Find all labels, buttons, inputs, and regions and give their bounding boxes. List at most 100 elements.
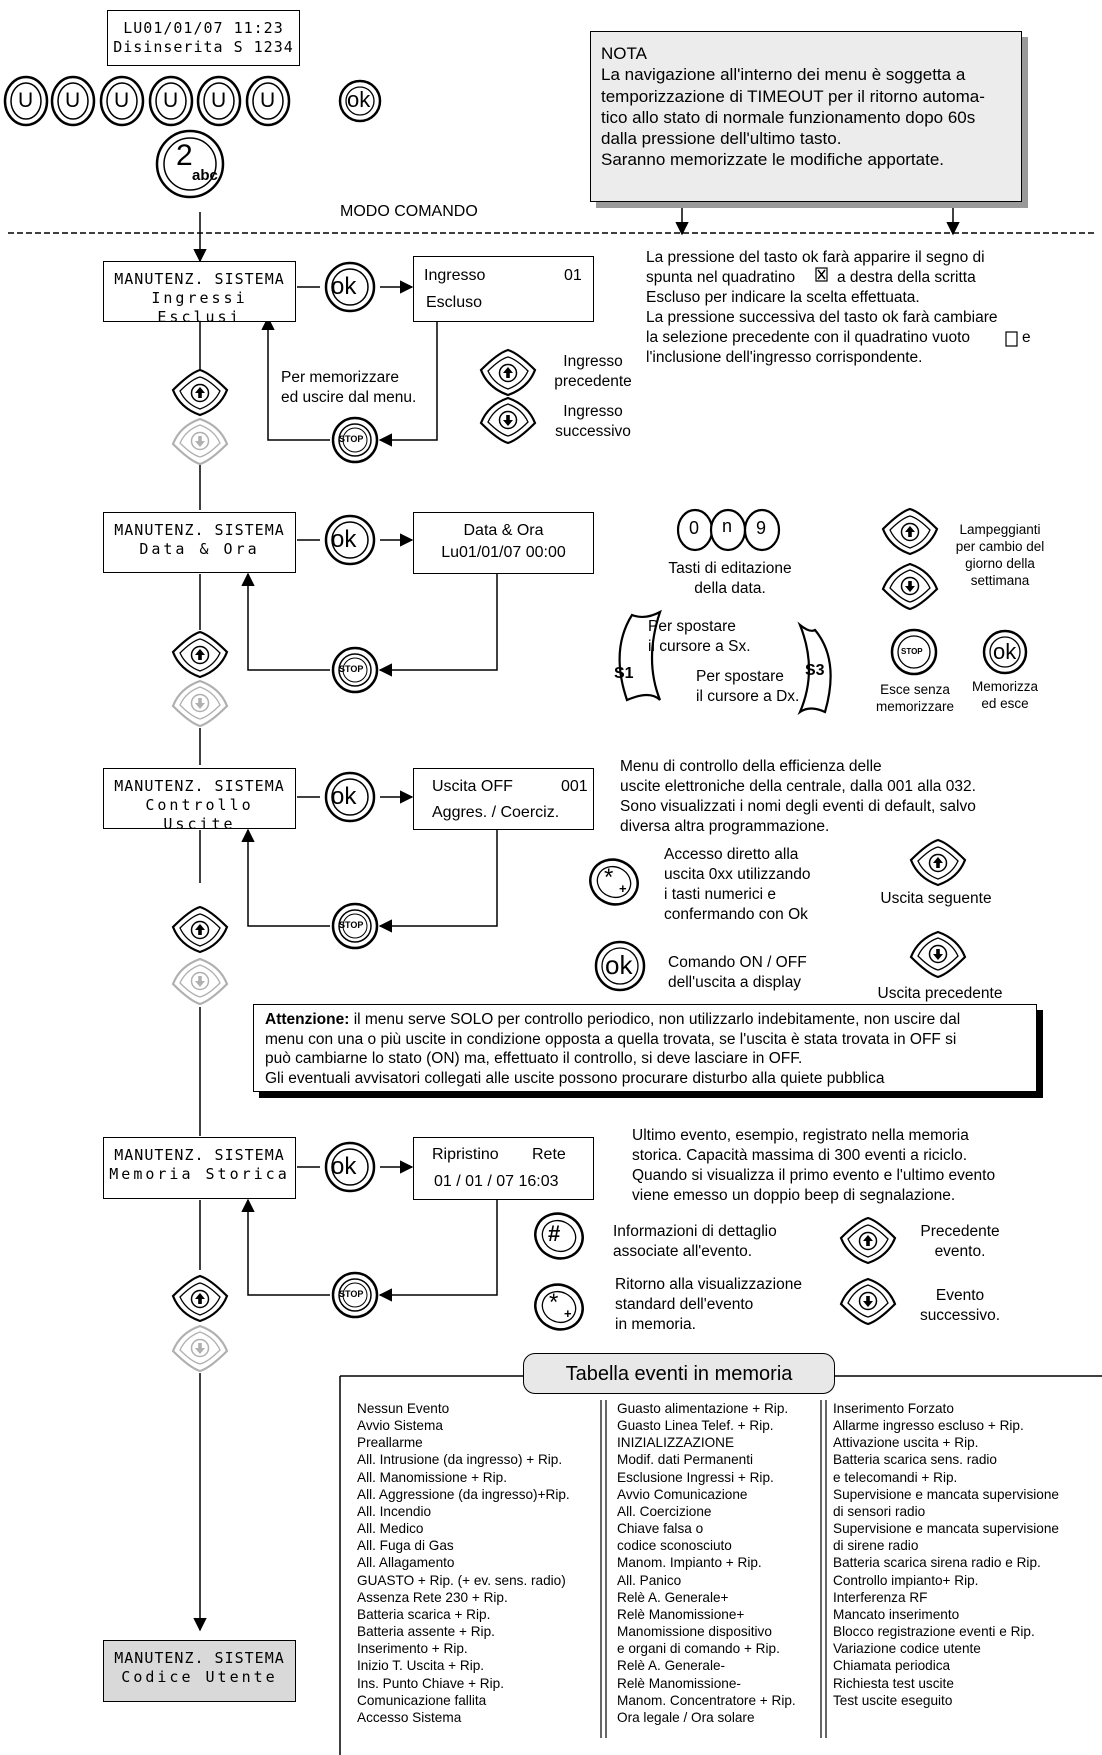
ok-key-label[interactable]: ok (331, 1153, 357, 1180)
sec4-desc-3: Quando si visualizza il primo evento e l… (632, 1167, 996, 1184)
table-row: codice sconosciuto (617, 1538, 732, 1554)
hash-key-label[interactable]: # (548, 1221, 561, 1246)
table-row: Inizio T. Uscita + Rip. (357, 1658, 485, 1674)
u-key-label-6[interactable]: U (260, 89, 276, 112)
modo-comando-label: MODO COMANDO (340, 203, 478, 220)
ok-key-top-label[interactable]: ok (347, 87, 371, 112)
table-row: Relè Manomissione- (617, 1675, 741, 1691)
table-row: GUASTO + Rip. (+ ev. sens. radio) (357, 1572, 566, 1588)
stop-key-label[interactable]: STOP (339, 1289, 364, 1299)
sec1-desc-1: La pressione del tasto ok farà apparire … (646, 249, 985, 266)
table-row: Batteria scarica sirena radio e Rip. (833, 1555, 1041, 1571)
menu-memoria-storica[interactable]: MANUTENZ. SISTEMA Memoria Storica (103, 1137, 296, 1199)
sec3-desc-4: diversa altra programmazione. (620, 818, 830, 835)
stop-text-1: Esce senza (880, 682, 950, 697)
table-row: Relè A. Generale+ (617, 1589, 729, 1605)
display-memoria-1b: Rete (532, 1146, 566, 1163)
star-return-text-2: standard dell'evento (615, 1296, 754, 1313)
uscita-precedente-text: Uscita precedente (877, 985, 1003, 1002)
menu-subtitle: Memoria Storica (109, 1165, 290, 1183)
table-row: All. Incendio (357, 1503, 432, 1519)
precedente-evento-2: evento. (934, 1243, 986, 1260)
table-row: Esclusione Ingressi + Rip. (617, 1469, 774, 1485)
ingresso-successivo-2: successivo (555, 423, 631, 440)
nota-line: La navigazione all'interno dei menu è so… (601, 65, 966, 85)
menu-title: MANUTENZ. SISTEMA (114, 1146, 285, 1164)
table-row: All. Intrusione (da ingresso) + Rip. (357, 1452, 563, 1468)
evento-successivo-1: Evento (935, 1287, 985, 1304)
attention-box: Attenzione: il menu serve SOLO per contr… (253, 1004, 1037, 1092)
table-row: Comunicazione fallita (357, 1692, 487, 1708)
star-key-label[interactable]: * (604, 864, 614, 891)
menu-ingressi-esclusi[interactable]: MANUTENZ. SISTEMA Ingressi Esclusi (103, 261, 296, 326)
display-label-escluso: Escluso (426, 294, 483, 311)
table-row: Controllo impianto+ Rip. (833, 1572, 979, 1588)
table-row: Avvio Sistema (357, 1418, 443, 1434)
key-0-label[interactable]: 0 (689, 518, 700, 538)
table-row: Inserimento + Rip. (357, 1641, 468, 1657)
table-column-2: Guasto alimentazione + Rip.Guasto Linea … (617, 1400, 796, 1726)
ok-key-label[interactable]: ok (331, 783, 357, 810)
s3-key-label[interactable]: S3 (805, 662, 825, 679)
table-row: All. Aggressione (da ingresso)+Rip. (357, 1486, 570, 1502)
stop-key-label[interactable]: STOP (339, 434, 364, 444)
precedente-evento-1: Precedente (920, 1223, 1000, 1240)
key-n-label[interactable]: n (722, 516, 733, 536)
ok-key-label[interactable]: ok (605, 950, 633, 980)
blink-text-4: settimana (970, 573, 1030, 588)
menu-controllo-uscite[interactable]: MANUTENZ. SISTEMA Controllo Uscite (103, 768, 296, 833)
table-row: Interferenza RF (833, 1589, 928, 1605)
table-row: Blocco registrazione eventi e Rip. (833, 1624, 1035, 1640)
display-data-ora-1: Data & Ora (463, 522, 544, 539)
star-key-label[interactable]: * (549, 1289, 559, 1316)
u-key-label-3[interactable]: U (114, 89, 130, 112)
top-display-line1: LU01/01/07 11:23 (123, 19, 284, 37)
top-display: LU01/01/07 11:23 Disinserita S 1234 (107, 10, 300, 66)
edit-text-1: Tasti di editazione (668, 560, 792, 577)
menu-title: MANUTENZ. SISTEMA (114, 777, 285, 795)
u-key-label-2[interactable]: U (65, 89, 81, 112)
stop-key-label[interactable]: STOP (339, 664, 364, 674)
table-row: All. Panico (617, 1572, 682, 1588)
ok-key-label[interactable]: ok (993, 639, 1017, 664)
menu-subtitle: Controllo Uscite (145, 796, 254, 833)
blink-text-1: Lampeggianti (959, 522, 1041, 537)
ok-key-label[interactable]: ok (331, 273, 357, 300)
attention-line: Gli eventuali avvisatori collegati alle … (265, 1069, 885, 1087)
u-key-label-4[interactable]: U (163, 89, 179, 112)
key-2-label[interactable]: 2 (176, 139, 193, 172)
ok-key-label[interactable]: ok (331, 526, 357, 553)
display-uscite-2: Aggres. / Coerciz. (432, 804, 560, 821)
table-row: Chiave falsa o (617, 1521, 704, 1537)
u-key-label-1[interactable]: U (18, 89, 34, 112)
s1-key-label[interactable]: S1 (614, 665, 634, 682)
table-row: Preallarme (357, 1435, 423, 1451)
nota-line: Saranno memorizzate le modifiche apporta… (601, 150, 945, 170)
stop-key-label[interactable]: STOP (339, 920, 364, 930)
menu-codice-utente[interactable]: MANUTENZ. SISTEMA Codice Utente (103, 1640, 296, 1702)
star-return-text-3: in memoria. (615, 1316, 696, 1333)
table-row: Test uscite eseguito (833, 1692, 953, 1708)
display-uscite: Uscita OFF 001 Aggres. / Coerciz. (413, 768, 594, 830)
display-uscite-num: 001 (561, 778, 588, 795)
ok-onoff-text-2: dell'uscita a display (668, 974, 802, 991)
star-key-sub[interactable]: + (619, 881, 627, 896)
display-num: 01 (564, 267, 582, 284)
table-row: Manomissione dispositivo (617, 1624, 772, 1640)
u-key-label-5[interactable]: U (211, 89, 227, 112)
nota-line: tico allo stato di normale funzionamento… (601, 107, 976, 127)
key-2-sub-label[interactable]: abc (192, 167, 218, 184)
display-label-ingresso: Ingresso (424, 267, 486, 284)
table-row: All. Medico (357, 1521, 424, 1537)
stop-key-label[interactable]: STOP (901, 647, 923, 656)
star-text-4: confermando con Ok (664, 906, 808, 923)
star-key-sub[interactable]: + (564, 1306, 572, 1321)
table-row: Batteria scarica sens. radio (833, 1452, 997, 1468)
star-text-1: Accesso diretto alla (664, 846, 799, 863)
sec3-desc-3: Sono visualizzati i nomi degli eventi di… (620, 798, 976, 815)
s3-text-1: Per spostare (696, 668, 784, 685)
key-9-label[interactable]: 9 (756, 518, 767, 538)
menu-data-ora[interactable]: MANUTENZ. SISTEMA Data & Ora (103, 512, 296, 573)
